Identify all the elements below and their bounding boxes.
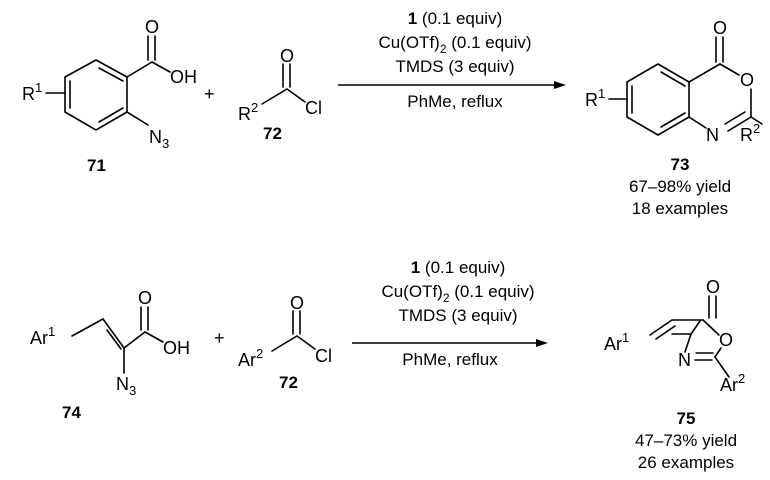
reactant-74-structure [71, 306, 164, 374]
oxazolone-ring-o: O [719, 330, 733, 350]
acyl-o: O [280, 46, 294, 66]
r1-label: R1 [22, 80, 42, 104]
compound-number-71: 71 [87, 156, 106, 175]
product-ring-n: N [706, 125, 719, 145]
arrowhead-1 [554, 81, 566, 89]
vinyl-azide-label: N3 [116, 374, 136, 398]
condition-catalyst-2: 1 (0.1 equiv) [411, 258, 506, 277]
product-ar1-label: Ar1 [604, 330, 629, 354]
compound-number-75: 75 [677, 409, 696, 428]
condition-copper-2: Cu(OTf)2 (0.1 equiv) [381, 282, 534, 305]
scheme-1: O OH N3 R1 71 + O Cl R2 72 1 (0.1 equiv)… [22, 9, 763, 218]
condition-solvent-2: PhMe, reflux [402, 350, 498, 369]
product-carbonyl-o: O [713, 18, 727, 38]
condition-solvent: PhMe, reflux [407, 92, 503, 111]
ar1-label: Ar1 [30, 324, 55, 348]
product-ring-o: O [740, 70, 754, 90]
aroyl-cl: Cl [315, 346, 332, 366]
product-73-structure [608, 36, 763, 136]
r2-label: R2 [238, 100, 258, 124]
arrowhead-2 [536, 339, 548, 347]
examples-75: 26 examples [638, 453, 734, 472]
product-75-structure [649, 295, 730, 378]
reactant-72b-structure [271, 310, 316, 352]
azide-label: N3 [149, 127, 169, 151]
ar2-label: Ar2 [238, 346, 263, 370]
cooh-oh: OH [170, 67, 197, 87]
product-r1-label: R1 [585, 86, 605, 110]
acrylic-carbonyl-o: O [138, 288, 152, 308]
compound-number-74: 74 [62, 403, 81, 422]
examples-73: 18 examples [632, 199, 728, 218]
yield-73: 67–98% yield [629, 177, 731, 196]
compound-number-73: 73 [671, 155, 690, 174]
condition-copper: Cu(OTf)2 (0.1 equiv) [378, 33, 531, 56]
condition-silane-2: TMDS (3 equiv) [398, 306, 517, 325]
scheme-2: O OH N3 Ar1 74 + O Cl Ar2 72 1 (0.1 equi… [30, 258, 745, 472]
product-r2-label: R2 [740, 121, 760, 145]
oxazolone-ring-n: N [678, 350, 691, 370]
acrylic-oh: OH [163, 338, 190, 358]
compound-number-72: 72 [263, 124, 282, 143]
yield-75: 47–73% yield [635, 431, 737, 450]
oxazolone-carbonyl-o: O [706, 277, 720, 297]
condition-catalyst: 1 (0.1 equiv) [408, 9, 503, 28]
acyl-cl: Cl [305, 98, 322, 118]
reactant-71-structure [45, 35, 171, 131]
reactant-72-structure [261, 63, 306, 105]
compound-number-72b: 72 [279, 373, 298, 392]
plus-sign: + [204, 84, 215, 104]
condition-silane: TMDS (3 equiv) [395, 57, 514, 76]
cooh-carbonyl-o: O [145, 17, 159, 37]
plus-sign-2: + [214, 328, 225, 348]
aroyl-o: O [290, 293, 304, 313]
product-ar2-label: Ar2 [720, 371, 745, 395]
